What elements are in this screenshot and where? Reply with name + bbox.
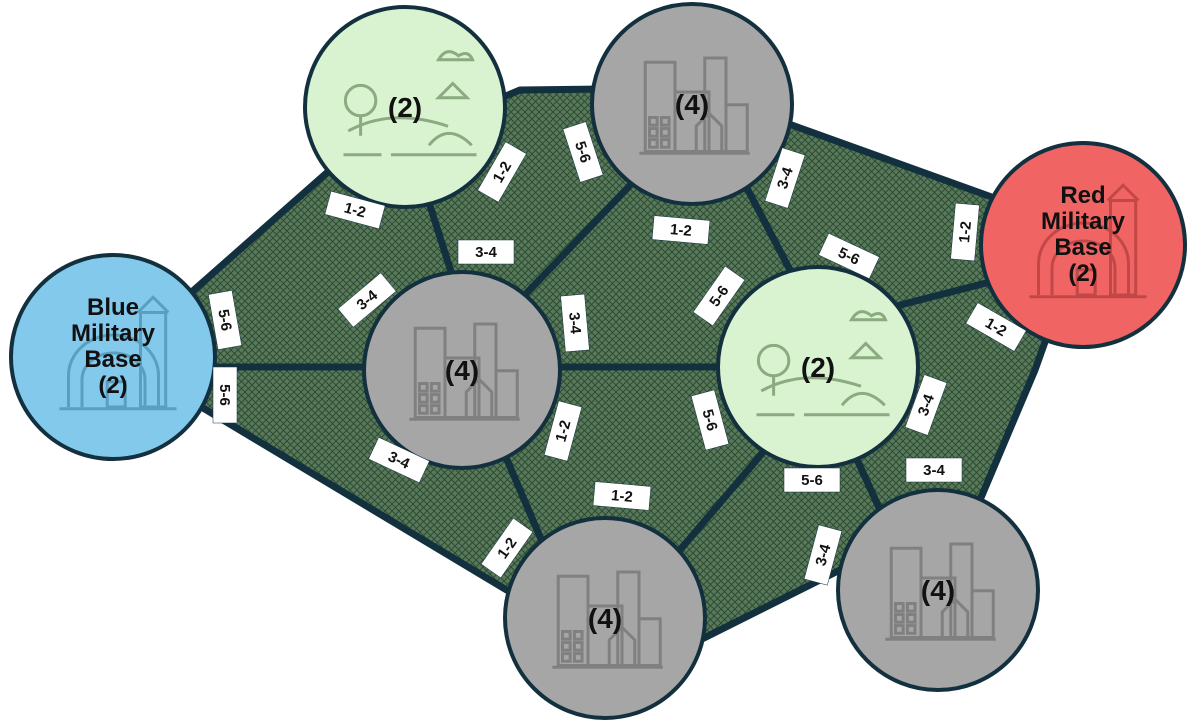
military-base-icon [59,295,177,411]
edge-label: 1-2 [480,517,534,579]
edge-label-text: 1-2 [956,221,975,244]
edge-label: 1-2 [651,215,711,245]
node-value: (4) [445,355,479,386]
edge-label: 1-2 [324,190,386,230]
node-name-line: Red [1060,182,1105,209]
node-name-line: Base [84,346,141,373]
military-base-icon [1029,183,1147,299]
edge-label: 3-4 [764,147,806,209]
edge-label: 3-4 [368,436,430,484]
city-node: (4) [590,2,794,206]
connection-line [516,171,644,304]
edge-label-text: 5-6 [699,407,721,432]
city-icon [639,56,750,155]
node-name-line: Military [71,320,156,347]
node-value: (4) [588,603,622,634]
park-icon [756,310,890,417]
edge-label: 3-4 [905,457,963,483]
edge-label: 1-2 [543,400,583,462]
city-node: (4) [362,270,562,470]
node-value: (2) [98,372,127,399]
edge-label: 5-6 [818,232,880,280]
edge-label: 1-2 [965,302,1027,352]
node-value: (4) [675,89,709,120]
connection-line [851,451,884,514]
edge-label-text: 3-4 [475,244,497,261]
edge-label-text: 3-4 [915,391,939,418]
edge-label-text: 5-6 [214,308,235,332]
city-icon [885,542,996,641]
park-node: (2) [303,5,507,209]
edge-label: 5-6 [208,290,242,350]
edge-label: 1-2 [950,202,980,262]
edge-label-text: 3-4 [812,542,834,568]
edge-label: 3-4 [560,293,590,353]
edge-label-text: 3-4 [923,462,945,479]
edge-label: 1-2 [592,481,652,511]
edge-label-text: 1-2 [669,221,692,240]
city-icon [409,322,520,421]
edge-label: 5-6 [783,467,841,493]
edge-label: 3-4 [904,374,948,436]
park-icon [343,50,477,157]
nodes: (2)(4)RedMilitaryBase(2)BlueMilitaryBase… [9,2,1187,720]
node-name-line: Blue [87,294,139,321]
park-node: (2) [716,265,920,469]
city-node: (4) [503,516,707,720]
park-circle [716,265,920,469]
node-name-line: Base [1054,234,1111,261]
edge-label-text: 3-4 [774,165,797,191]
node-value: (4) [921,575,955,606]
edge-label-text: 1-2 [552,418,574,443]
park-circle [303,5,507,209]
edge-label-text: 1-2 [342,199,367,221]
edge-label-text: 3-4 [565,312,584,336]
edge-label-text: 5-6 [216,384,233,406]
node-value: (2) [388,92,422,123]
node-name-line: Military [1041,208,1126,235]
city-icon [552,570,663,669]
edge-label: 3-4 [457,239,515,265]
connection-line [736,171,794,274]
node-value: (2) [801,352,835,383]
edge-label: 5-6 [562,121,604,183]
edge-label-text: 1-2 [610,487,633,506]
edge-label: 3-4 [803,524,843,586]
edge-label: 5-6 [212,366,238,424]
edge-label: 5-6 [690,389,730,451]
city-node: (4) [836,488,1040,692]
node-value: (2) [1068,260,1097,287]
connection-line [896,278,994,309]
connection-line [676,446,769,554]
edge-label-text: 5-6 [571,139,594,165]
edge-label-text: 5-6 [801,472,823,489]
